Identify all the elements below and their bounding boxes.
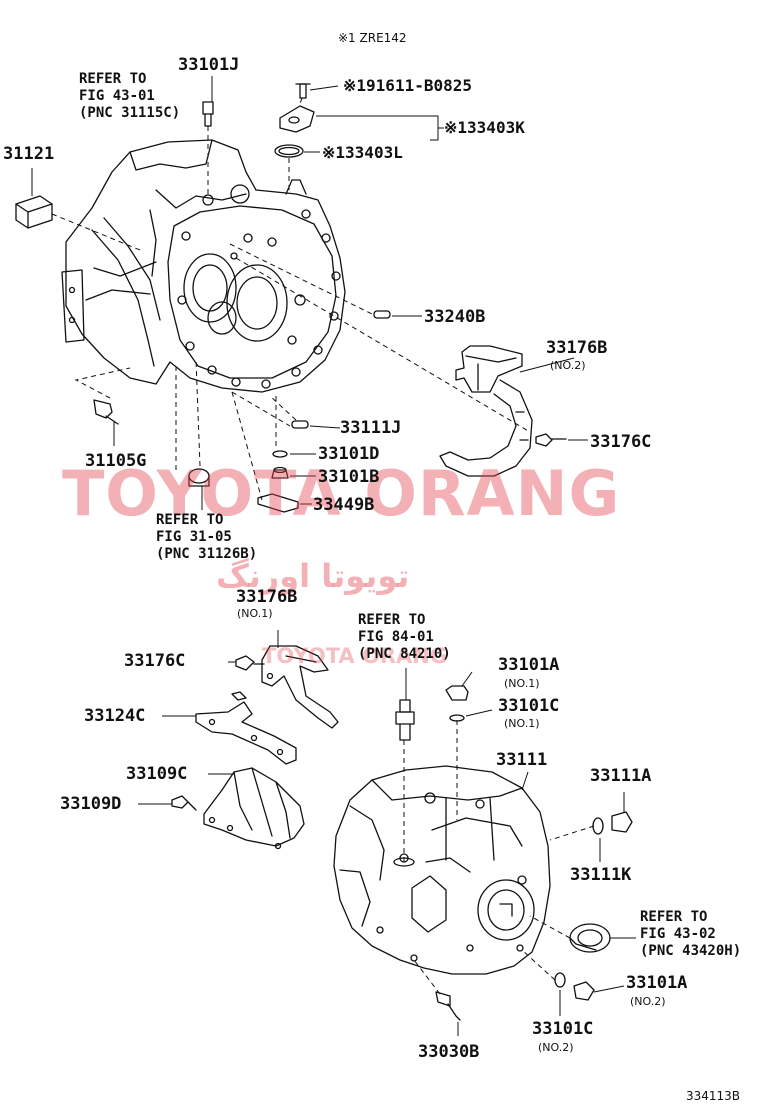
part-label-33101A-no2: 33101A (626, 973, 688, 993)
part-label-33101A-no1: 33101A (498, 655, 560, 675)
oil-filler-cap-part (274, 83, 315, 158)
bolt-33176C-upper (535, 433, 567, 447)
part-label-33101C-no2: 33101C (532, 1019, 594, 1039)
part-label-33240B: 33240B (424, 307, 486, 327)
assembly-lines (51, 97, 595, 995)
transmission-housing-lower (333, 765, 551, 975)
part-label-33111K: 33111K (570, 865, 632, 885)
part-label-33176C-upper: 33176C (590, 432, 652, 452)
reference-fig-31-05: REFER TO FIG 31-05 (PNC 31126B) (156, 512, 258, 562)
part-label-33111: 33111 (496, 750, 548, 770)
part-label-33101D: 33101D (318, 444, 380, 464)
part-sublabel-33101C-no2: (NO.2) (538, 1041, 574, 1054)
bolt-31105G (93, 399, 119, 425)
bracket-33176B-no1 (261, 645, 339, 729)
part-label-33101B: 33101B (318, 467, 380, 487)
part-label-33101J: 33101J (178, 55, 240, 75)
part-sublabel-33101C-no1: (NO.1) (504, 717, 540, 730)
watermark-arabic: تویوتا اورنگ (216, 557, 410, 595)
leader-lines (31, 76, 636, 1036)
part-label-31121: 31121 (3, 144, 55, 164)
part-label-33101C-no1: 33101C (498, 696, 560, 716)
part-label-33030B: 33030B (418, 1042, 480, 1062)
plate-33124C (195, 701, 297, 765)
part-label-33124C: 33124C (84, 706, 146, 726)
cover-33109C (203, 767, 305, 850)
figure-number: 334113B (686, 1089, 741, 1103)
bolt-33176C-middle (235, 655, 265, 671)
bolt-33030B (435, 991, 461, 1021)
part-sublabel-33176B-no1: (NO.1) (237, 607, 273, 620)
part-label-33176C-middle: 33176C (124, 651, 186, 671)
transmission-housing-upper (61, 139, 346, 393)
reference-fig-43-02: REFER TO FIG 43-02 (PNC 43420H) (640, 909, 742, 959)
part-label-33111J: 33111J (340, 418, 402, 438)
part-sublabel-33101A-no2: (NO.2) (630, 995, 666, 1008)
part-label-33403L: ※133403L (322, 143, 403, 162)
part-label-33176B-no2: 33176B (546, 338, 608, 358)
bolt-33109D (171, 795, 197, 811)
watermark-small: TOYOTA ORANG (262, 644, 448, 668)
part-label-33449B: 33449B (313, 495, 375, 515)
part-label-33403K: ※133403K (444, 118, 525, 137)
model-note: ※1 ZRE142 (338, 31, 407, 45)
watermark-latin: TOYOTA ORANG (62, 457, 621, 530)
bolt-33101J (202, 101, 214, 127)
sensor-84210 (395, 699, 415, 741)
reference-fig-43-01: REFER TO FIG 43-01 (PNC 31115C) (79, 71, 181, 121)
reference-fig-84-01: REFER TO FIG 84-01 (PNC 84210) (358, 612, 451, 662)
bushing-31121 (15, 195, 53, 229)
bracket-33176B-no2 (439, 345, 533, 477)
part-label-31105G: 31105G (85, 451, 147, 471)
part-label-33109D: 33109D (60, 794, 122, 814)
part-sublabel-33101A-no1: (NO.1) (504, 677, 540, 690)
part-label-33111A: 33111A (590, 766, 652, 786)
part-label-33109C: 33109C (126, 764, 188, 784)
part-label-191611-B0825: ※191611-B0825 (343, 76, 472, 95)
part-sublabel-33176B-no2: (NO.2) (550, 359, 586, 372)
part-label-33176B-no1: 33176B (236, 587, 298, 607)
